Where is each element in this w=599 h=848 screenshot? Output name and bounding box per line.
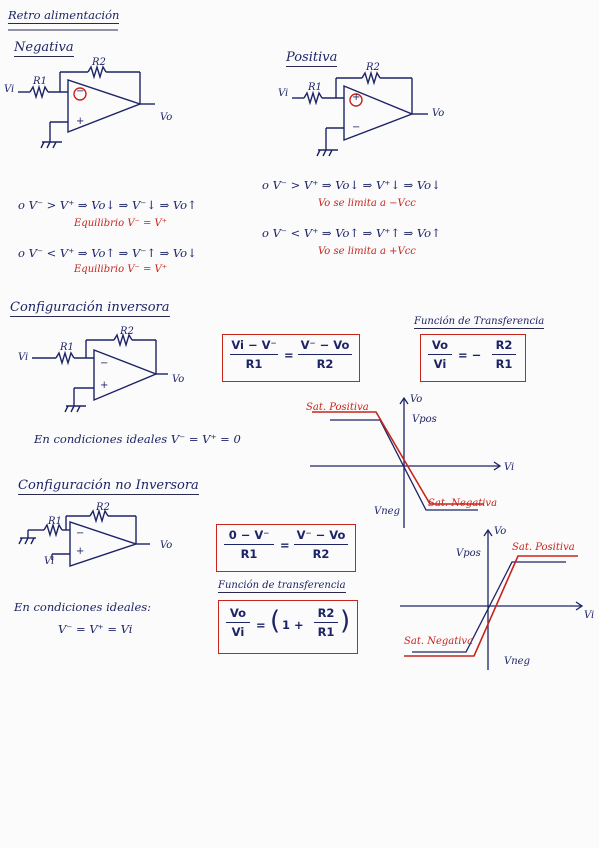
inv-graph-vneg: Vneg [374,506,400,517]
inv-plus-label: + [100,380,109,391]
ninv-tf-lhs: Vo Vi [226,606,250,639]
neg-case1-expr: o V⁻ > V⁺ ⇒ Vo↓ ⇒ V⁻↓ ⇒ Vo↑ [18,198,197,212]
inv-r2-label: R2 [120,326,134,337]
pos-vo-label: Vo [432,108,445,119]
ninv-tf-paren-right: ) [340,606,351,636]
ninv-graph-sat-pos: Sat. Positiva [512,542,575,553]
pos-plus-label: + [352,92,361,103]
inv-minus-label: − [100,358,109,369]
ninv-eq-rhs-num: V⁻ − Vo [296,528,346,542]
neg-case2-expr: o V⁻ < V⁺ ⇒ Vo↑ ⇒ V⁻↑ ⇒ Vo↓ [18,246,197,260]
inverting-heading: Configuración inversora [10,300,170,317]
pos-case1-expr: o V⁻ > V⁺ ⇒ Vo↓ ⇒ V⁺↓ ⇒ Vo↓ [262,178,441,192]
ninv-eq-lhs: 0 − V⁻ R1 [224,528,274,561]
inv-graph-sat-neg: Sat. Negativa [428,498,498,509]
inv-r1-label: R1 [60,342,74,353]
inv-tf-rhs-num: R2 [495,338,513,352]
inv-eq-lhs-num: Vi − V⁻ [231,338,277,352]
inv-graph-vpos: Vpos [412,414,437,425]
ninv-eq-rhs: V⁻ − Vo R2 [294,528,348,561]
inv-eq-rhs-num: V⁻ − Vo [300,338,350,352]
neg-r1-label: R1 [33,76,47,87]
neg-r2-label: R2 [92,57,106,68]
inv-tf-rhs-den: R1 [495,357,513,371]
ninv-graph-sat-neg: Sat. Negativa [404,636,474,647]
ninv-tf-one-plus: 1 + [282,618,304,632]
neg-vo-label: Vo [160,112,173,123]
positive-heading: Positiva [286,50,338,67]
inv-tf-rhs: R2 R1 [492,338,516,371]
ninv-plus-label: + [76,546,85,557]
inv-eq-lhs-den: R1 [245,357,263,371]
pos-case2-note: Vo se limita a +Vcc [318,246,416,257]
inv-graph-sat-pos: Sat. Positiva [306,402,369,413]
pos-case2-expr: o V⁻ < V⁺ ⇒ Vo↑ ⇒ V⁺↑ ⇒ Vo↑ [262,226,441,240]
inv-graph-vi: Vi [504,462,515,473]
inv-tf-lhs-den: Vi [433,357,447,371]
inv-vo-label: Vo [172,374,185,385]
ninv-equation-box [216,524,356,572]
inv-vi-label: Vi [18,352,29,363]
ninv-transfer-box [218,600,358,654]
inv-transfer-box [420,334,526,382]
pos-r1-label: R1 [308,82,322,93]
neg-vi-label: Vi [4,84,15,95]
ninv-eq-lhs-num: 0 − V⁻ [228,528,270,542]
inv-tf-lhs-num: Vo [431,338,449,352]
inv-eq-rhs: V⁻ − Vo R2 [298,338,352,371]
pos-minus-label: − [352,122,361,133]
ninv-r1-label: R1 [48,516,62,527]
ninv-eq-lhs-den: R1 [240,547,258,561]
ninv-transfer-title: Función de transferencia [218,580,346,593]
ninv-vo-label: Vo [160,540,173,551]
ninv-graph-vo: Vo [494,526,507,537]
ninv-ideal-eq: V⁻ = V⁺ = Vi [58,622,133,636]
ninv-tf-lhs-den: Vi [231,625,245,639]
pos-r2-label: R2 [366,62,380,73]
ninv-tf-rhs-num: R2 [317,606,335,620]
ninv-tf-lhs-num: Vo [229,606,247,620]
pos-vi-label: Vi [278,88,289,99]
ninv-r2-label: R2 [96,502,110,513]
ninv-tf-equals: = [256,618,266,632]
ninv-eq-equals: = [280,538,290,552]
ninv-minus-label: − [76,528,85,539]
ninv-eq-rhs-den: R2 [312,547,330,561]
inv-eq-equals: = [284,348,294,362]
ninv-tf-paren-left: ( [270,606,281,636]
neg-plus-label: + [76,116,85,127]
ninv-tf-rhs-den: R1 [317,625,335,639]
inv-eq-rhs-den: R2 [316,357,334,371]
inv-tf-lhs: Vo Vi [428,338,452,371]
ninv-graph-vneg: Vneg [504,656,530,667]
ninv-vi-label: Vi [44,556,55,567]
inv-ideal-text: En condiciones ideales V⁻ = V⁺ = 0 [34,432,241,446]
pos-case1-note: Vo se limita a −Vcc [318,198,416,209]
page-title: Retro alimentación [8,8,120,24]
neg-case2-note: Equilibrio V⁻ = V⁺ [74,264,168,275]
neg-minus-label: − [76,86,85,97]
ninv-graph-vpos: Vpos [456,548,481,559]
non-inverting-heading: Configuración no Inversora [18,478,199,495]
inv-eq-lhs: Vi − V⁻ R1 [230,338,278,371]
ninv-ideal-text: En condiciones ideales: [14,600,152,614]
ninv-graph-vi: Vi [584,610,595,621]
inv-equation-box [222,334,360,382]
inv-transfer-title: Función de Transferencia [414,316,545,329]
ninv-tf-rhs: R2 R1 [314,606,338,639]
inv-graph-vo: Vo [410,394,423,405]
negative-heading: Negativa [14,40,74,57]
neg-case1-note: Equilibrio V⁻ = V⁺ [74,218,168,229]
inv-tf-equals: = − [458,348,482,362]
